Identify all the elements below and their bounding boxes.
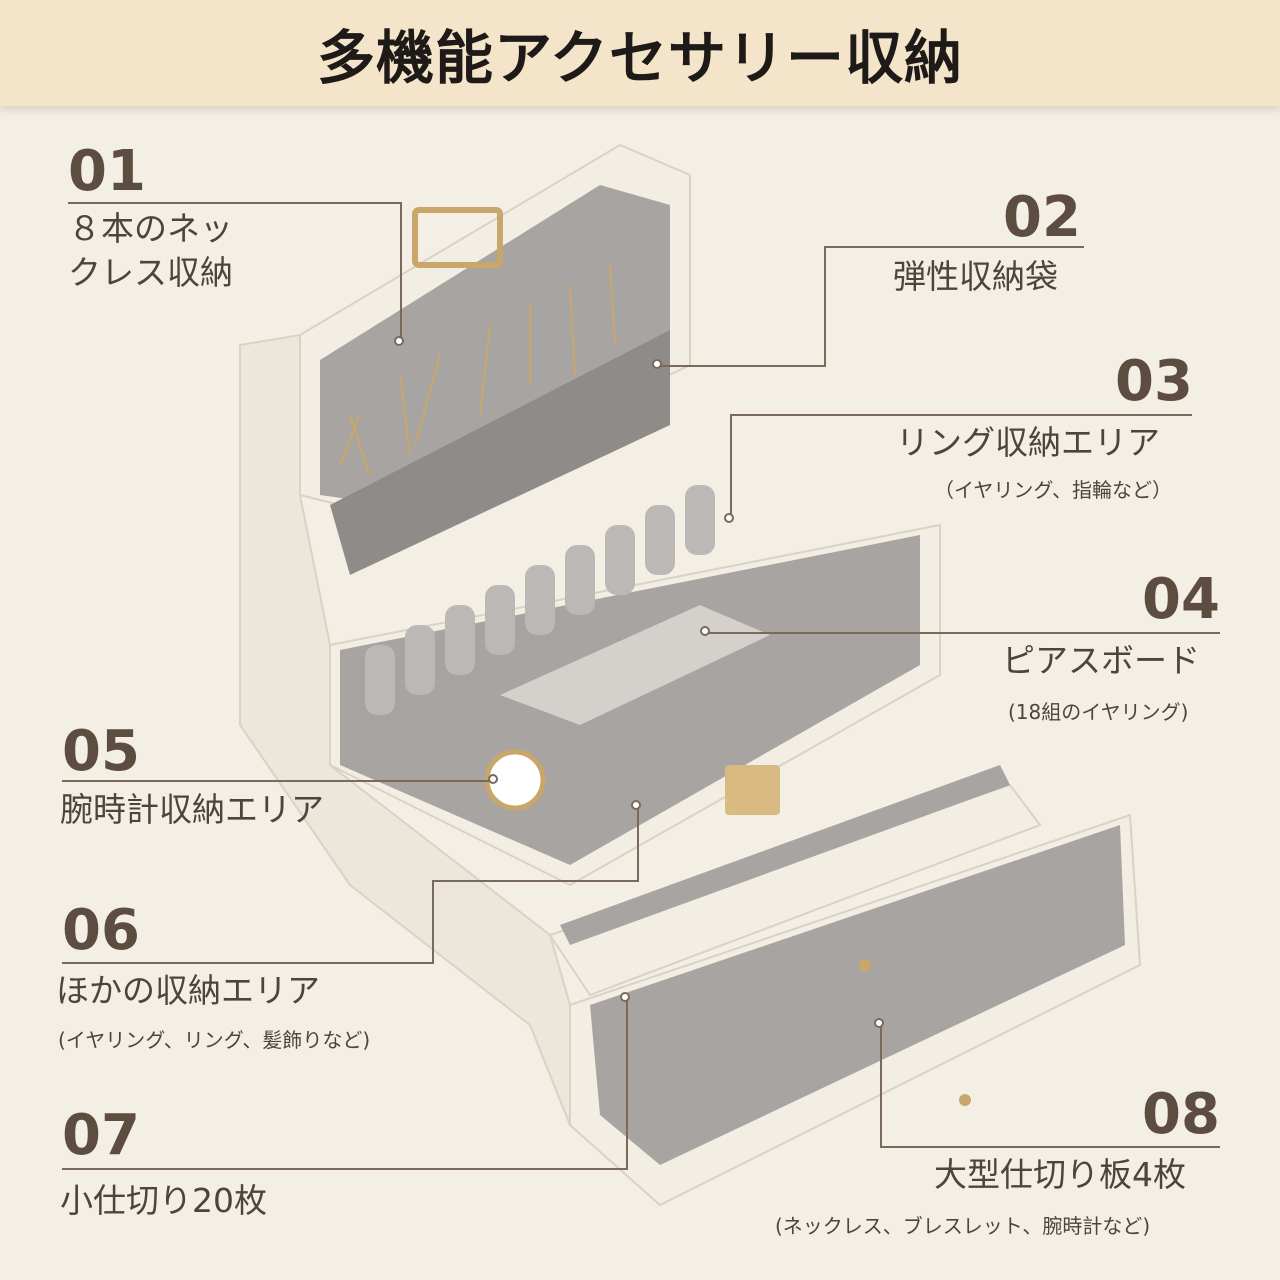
feature-01-pointer (394, 336, 404, 346)
feature-06-label: ほかの収納エリア (56, 971, 320, 1010)
feature-05-leader (62, 780, 492, 782)
feature-06-number: 06 (62, 898, 140, 963)
feature-07-leader (62, 1168, 628, 1170)
feature-03-sub: （イヤリング、指輪など） (934, 478, 1172, 502)
feature-08-label: 大型仕切り板4枚 (934, 1155, 1186, 1194)
feature-04-number: 04 (1142, 567, 1220, 632)
feature-01-leader-vertical (400, 202, 402, 340)
feature-02-number: 02 (1003, 185, 1081, 250)
feature-02-label: 弾性収納袋 (893, 257, 1058, 296)
feature-05-label: 腕時計収納エリア (60, 790, 324, 829)
feature-07-label: 小仕切り20枚 (60, 1181, 267, 1220)
feature-01-label-line1: ８本のネッ (68, 209, 233, 248)
feature-05-number: 05 (62, 719, 140, 784)
feature-02-leader (824, 246, 1084, 248)
jewelry-box-illustration (239, 143, 1142, 1207)
page-title: 多機能アクセサリー収納 (316, 24, 964, 92)
title-banner: 多機能アクセサリー収納 (0, 0, 1280, 106)
feature-04-leader (706, 632, 1220, 634)
feature-06-leader (62, 962, 434, 964)
feature-06-leader-vertical (432, 880, 434, 964)
feature-02-leader-horizontal (660, 365, 826, 367)
feature-06-leader-vertical2 (637, 806, 639, 882)
feature-01-label-line2: クレス収納 (68, 253, 233, 292)
feature-03-leader (730, 414, 1192, 416)
feature-01-leader (68, 202, 401, 204)
feature-07-leader-vertical (626, 998, 628, 1170)
feature-01-number: 01 (68, 139, 146, 204)
feature-06-pointer (631, 800, 641, 810)
feature-03-pointer (724, 513, 734, 523)
feature-05-pointer (488, 774, 498, 784)
feature-04-pointer (700, 626, 710, 636)
feature-08-number: 08 (1142, 1082, 1220, 1147)
feature-03-number: 03 (1115, 349, 1193, 414)
feature-08-pointer (874, 1018, 884, 1028)
feature-08-leader (880, 1146, 1220, 1148)
feature-03-label: リング収納エリア (896, 423, 1160, 462)
feature-08-leader-vertical (880, 1024, 882, 1148)
feature-04-sub: (18組のイヤリング) (1008, 700, 1189, 724)
feature-03-leader-vertical (730, 414, 732, 518)
feature-06-leader-horizontal (432, 880, 638, 882)
feature-04-label: ピアスボード (1002, 641, 1200, 680)
feature-06-sub: (イヤリング、リング、髪飾りなど) (58, 1028, 371, 1052)
feature-07-number: 07 (62, 1103, 140, 1168)
feature-07-pointer (620, 992, 630, 1002)
feature-02-pointer (652, 359, 662, 369)
feature-02-leader-vertical (824, 246, 826, 366)
feature-08-sub: (ネックレス、ブレスレット、腕時計など) (775, 1214, 1151, 1238)
